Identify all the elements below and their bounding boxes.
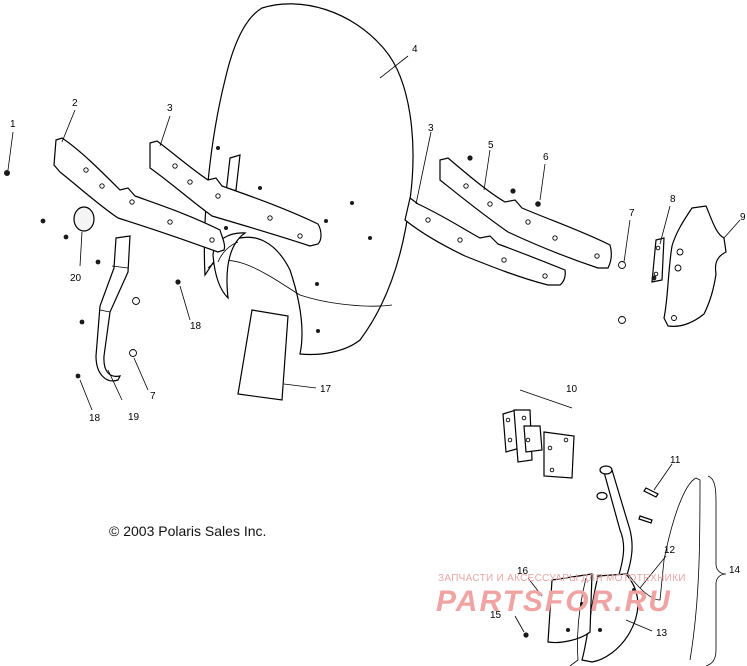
callout-18b: 18 <box>89 413 101 424</box>
callout-14: 14 <box>729 565 741 576</box>
bolts <box>638 487 659 524</box>
decal <box>237 309 289 401</box>
callout-2: 2 <box>72 98 78 109</box>
callout-3b: 3 <box>428 123 434 134</box>
callout-18a: 18 <box>190 321 202 332</box>
copyright-notice: © 2003 Polaris Sales Inc. <box>109 523 267 539</box>
callout-12: 12 <box>664 545 676 556</box>
leader-lines <box>7 55 741 633</box>
callout-1: 1 <box>10 119 16 130</box>
callout-5: 5 <box>488 140 494 151</box>
bracket-14 <box>705 475 727 666</box>
callout-15: 15 <box>490 610 502 621</box>
callout-20: 20 <box>70 273 82 284</box>
mount-strip-right-upper <box>439 157 612 269</box>
callout-9: 9 <box>740 212 746 223</box>
hardware <box>4 155 657 638</box>
callout-6: 6 <box>543 152 549 163</box>
callout-16: 16 <box>517 566 529 577</box>
mount-strip-left <box>53 137 226 253</box>
watermark-caption: ЗАПЧАСТИ И АКСЕССУАРЫ ДЛЯ МОТОТЕХНИКИ <box>438 573 686 584</box>
side-bracket <box>95 235 131 382</box>
right-bracket <box>663 205 727 327</box>
windshield <box>203 3 414 356</box>
callout-10: 10 <box>566 384 578 395</box>
callout-7a: 7 <box>629 208 635 219</box>
callout-19: 19 <box>128 412 140 423</box>
callout-17: 17 <box>320 384 332 395</box>
mount-strip-middle <box>149 140 322 247</box>
small-plate <box>651 237 665 283</box>
callout-11: 11 <box>670 455 681 466</box>
callout-8: 8 <box>670 194 676 205</box>
watermark-logo: PARTSFOR.RU <box>436 585 672 618</box>
callout-7b: 7 <box>150 391 156 402</box>
backing-panel <box>569 477 701 666</box>
hinge-assembly <box>502 389 575 479</box>
deflector-panels <box>547 573 639 663</box>
round-cap <box>73 206 95 232</box>
callout-4: 4 <box>412 44 418 55</box>
deflector-rod <box>596 465 633 579</box>
callout-13: 13 <box>656 628 668 639</box>
mount-strip-right-lower <box>404 196 566 286</box>
callout-3a: 3 <box>167 103 173 114</box>
